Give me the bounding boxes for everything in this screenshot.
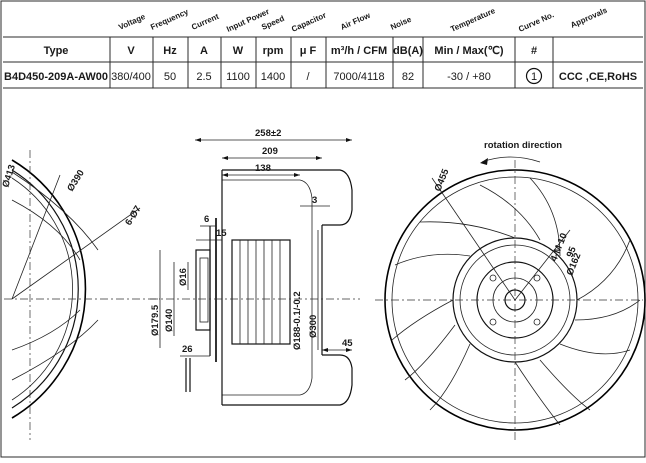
dim-209: 209	[262, 146, 278, 157]
left-view: Ø413 Ø390 6-Ø7	[0, 150, 160, 440]
dim-3: 3	[312, 195, 317, 206]
unit-frequency: Hz	[163, 45, 177, 57]
value-power: 1100	[226, 71, 250, 83]
header-voltage: Voltage	[117, 12, 147, 32]
dim-6-d7: 6-Ø7	[123, 204, 144, 228]
dim-d140: Ø140	[164, 309, 175, 332]
dim-138: 138	[255, 163, 271, 174]
header-noise: Noise	[389, 15, 413, 32]
dim-95: 95	[565, 245, 579, 260]
dim-d16: Ø16	[178, 268, 189, 286]
value-airflow: 7000/4118	[333, 71, 384, 83]
value-curve: 1	[531, 71, 537, 83]
dim-26: 26	[182, 344, 193, 355]
value-capacitor: /	[306, 71, 310, 83]
side-view: 258±2 209 138 3 6 15 Ø179.5 Ø140 Ø16 26 …	[150, 128, 360, 406]
unit-noise: dB(A)	[393, 45, 423, 57]
unit-curve: #	[531, 45, 537, 57]
value-current: 2.5	[196, 71, 211, 83]
header-capacitor: Capacitor	[290, 11, 327, 34]
unit-speed: rpm	[263, 45, 284, 57]
value-noise: 82	[402, 71, 414, 83]
dim-d390: Ø390	[65, 168, 87, 194]
dim-45: 45	[342, 338, 353, 349]
unit-current: A	[200, 45, 208, 57]
spec-table: Voltage Frequency Current Input Power Sp…	[3, 5, 643, 89]
dim-d455: Ø455	[433, 167, 452, 193]
dim-d300: Ø300	[308, 315, 319, 338]
dim-15: 15	[216, 228, 227, 239]
value-frequency: 50	[164, 71, 176, 83]
dim-6: 6	[204, 214, 209, 225]
value-type: B4D450-209A-AW00	[4, 71, 108, 83]
front-view: rotation direction Ø455 4-M 10 95 Ø162	[375, 140, 646, 440]
header-air-flow: Air Flow	[339, 10, 372, 31]
curve-number-circle	[525, 67, 543, 85]
unit-power: W	[233, 45, 244, 57]
value-speed: 1400	[261, 71, 285, 83]
header-curve-no: Curve No.	[517, 10, 555, 34]
header-temperature: Temperature	[449, 6, 497, 34]
header-approvals: Approvals	[569, 5, 609, 29]
dim-overall: 258±2	[255, 128, 281, 139]
header-frequency: Frequency	[149, 7, 190, 32]
value-voltage: 380/400	[111, 71, 151, 83]
value-approvals: CCC ,CE,RoHS	[559, 71, 637, 83]
header-current: Current	[190, 12, 220, 32]
unit-voltage: V	[127, 45, 135, 57]
unit-type: Type	[44, 45, 69, 57]
dim-d188: Ø188-0.1/-0.2	[292, 291, 303, 350]
unit-airflow: m³/h / CFM	[331, 45, 387, 57]
dim-d413: Ø413	[0, 163, 18, 189]
unit-temperature: Min / Max(℃)	[434, 45, 504, 57]
dim-d179: Ø179.5	[150, 304, 161, 336]
label-rotation-direction: rotation direction	[484, 140, 562, 151]
value-temperature: -30 / +80	[447, 71, 491, 83]
unit-capacitor: μ F	[300, 45, 317, 57]
